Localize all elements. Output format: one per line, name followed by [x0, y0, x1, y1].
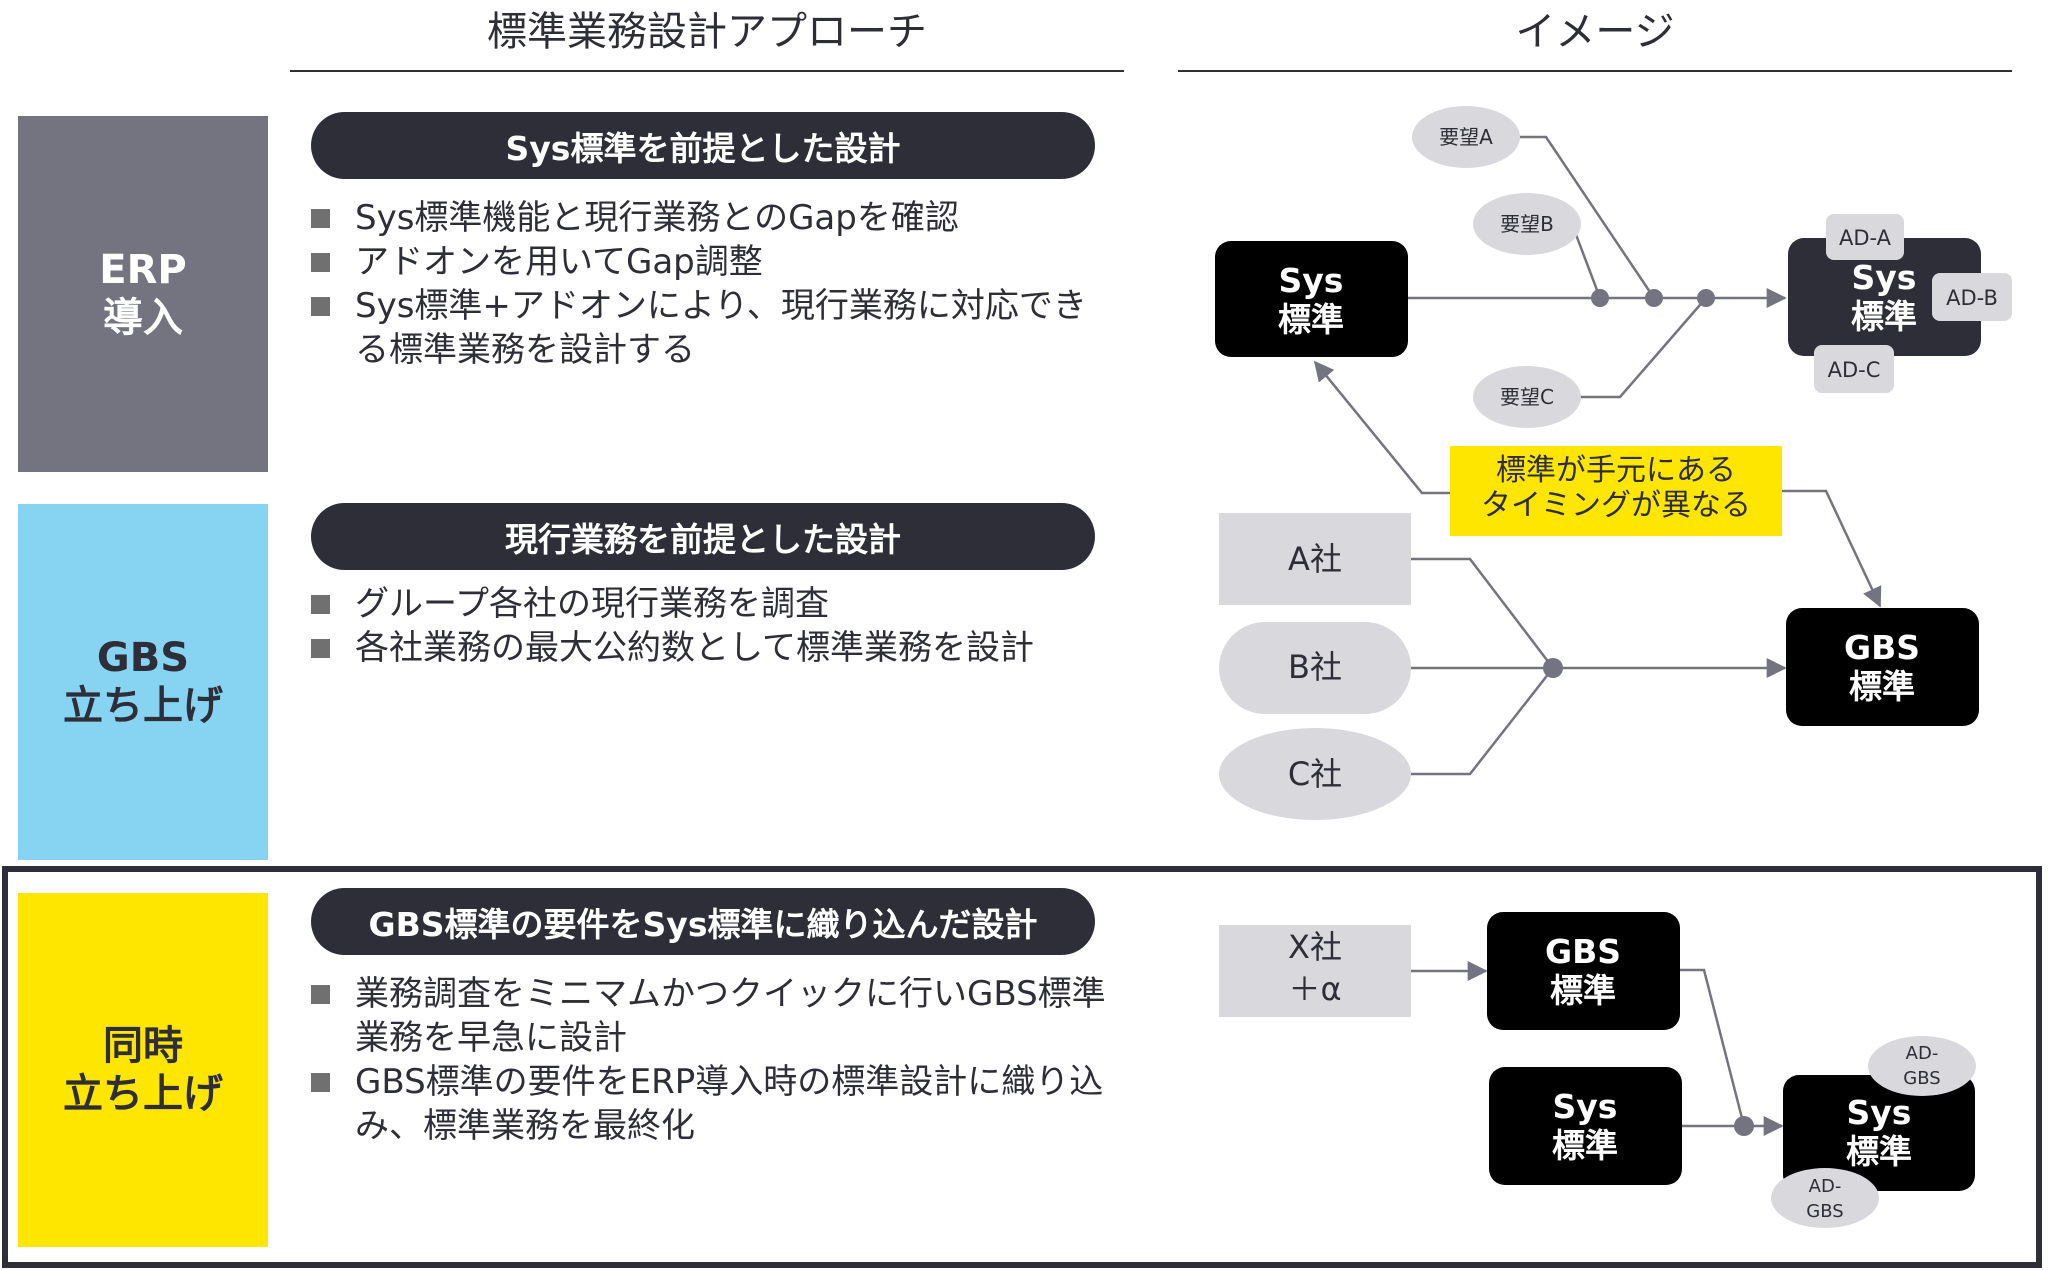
simultaneous-label: 同時 立ち上げ: [18, 893, 268, 1247]
svg-text:標準: 標準: [1846, 1132, 1912, 1171]
svg-text:GBS: GBS: [1903, 1068, 1940, 1089]
svg-text:Sys: Sys: [1847, 1093, 1912, 1132]
erp-sys-line1: Sys: [1279, 261, 1344, 300]
request-a: 要望A: [1412, 106, 1520, 168]
gbs-bullets: グループ各社の現行業務を調査 各社業務の最大公約数として標準業務を設計: [311, 582, 1111, 670]
svg-text:GBS: GBS: [1844, 628, 1920, 667]
erp-bullet: Sys標準機能と現行業務とのGapを確認: [311, 196, 1111, 240]
req-a-line: [1518, 135, 1656, 299]
company-c: C社: [1219, 728, 1411, 820]
company-x: X社 ＋α: [1219, 925, 1411, 1017]
junction-dot: [1645, 289, 1663, 307]
company-a-line: [1410, 557, 1554, 669]
approach-header-rule: [290, 70, 1124, 72]
erp-pill: Sys標準を前提とした設計: [311, 112, 1095, 179]
junction-dot: [1591, 289, 1609, 307]
erp-sys-line2: 標準: [1278, 300, 1344, 339]
gbs-label: GBS 立ち上げ: [18, 504, 268, 860]
gbs-target-standard: GBS 標準: [1786, 608, 1979, 726]
timing-note: 標準が手元にある タイミングが異なる: [1450, 446, 1782, 536]
simultaneous-frame: [2, 866, 2042, 1268]
erp-target-standard: Sys 標準: [1788, 238, 1981, 356]
svg-text:標準: 標準: [1550, 971, 1616, 1010]
approach-header: 標準業務設計アプローチ: [487, 9, 927, 55]
sim-gbs-standard: GBS 標準: [1487, 912, 1680, 1030]
simultaneous-pill: GBS標準の要件をSys標準に織り込んだ設計: [311, 888, 1095, 955]
svg-text:GBS: GBS: [1806, 1201, 1843, 1222]
sim-connectors: [1410, 961, 1784, 1136]
addon-c: AD-C: [1814, 345, 1894, 393]
image-header-rule: [1178, 70, 2012, 72]
erp-sys-standard: Sys 標準: [1215, 241, 1408, 357]
svg-text:A社: A社: [1288, 540, 1342, 578]
gbs-bullet: 各社業務の最大公約数として標準業務を設計: [311, 626, 1111, 670]
svg-text:要望B: 要望B: [1500, 212, 1554, 236]
image-header: イメージ: [1515, 9, 1675, 55]
svg-text:要望C: 要望C: [1500, 385, 1554, 409]
request-b: 要望B: [1473, 193, 1581, 255]
erp-label: ERP 導入: [18, 116, 268, 472]
addon-gbs-top: AD- GBS: [1868, 1036, 1976, 1096]
svg-text:要望A: 要望A: [1439, 125, 1493, 149]
req-c-line: [1580, 297, 1707, 399]
simultaneous-bullet: GBS標準の要件をERP導入時の標準設計に織り込み、標準業務を最終化: [311, 1060, 1111, 1148]
gbs-bullet: グループ各社の現行業務を調査: [311, 582, 1111, 626]
company-c-line: [1410, 667, 1554, 776]
addon-gbs-bottom: AD- GBS: [1771, 1168, 1879, 1228]
svg-text:AD-: AD-: [1809, 1176, 1842, 1197]
svg-text:Sys: Sys: [1852, 258, 1917, 297]
svg-text:GBS: GBS: [1545, 932, 1621, 971]
svg-text:X社: X社: [1288, 928, 1342, 966]
gbs-pill: 現行業務を前提とした設計: [311, 503, 1095, 570]
addon-b: AD-B: [1932, 273, 2012, 321]
svg-text:タイミングが異なる: タイミングが異なる: [1481, 488, 1751, 523]
company-a: A社: [1219, 513, 1411, 605]
svg-text:C社: C社: [1288, 755, 1342, 793]
svg-text:標準: 標準: [1849, 667, 1915, 706]
gbs-connectors: [1410, 557, 1787, 776]
svg-text:標準が手元にある: 標準が手元にある: [1496, 453, 1736, 488]
erp-junctions: [1591, 289, 1715, 307]
erp-bullet: アドオンを用いてGap調整: [311, 240, 1111, 284]
svg-text:B社: B社: [1288, 648, 1342, 686]
simultaneous-bullets: 業務調査をミニマムかつクイックに行いGBS標準業務を早急に設計 GBS標準の要件…: [311, 972, 1111, 1148]
gbs-junction-dot: [1543, 658, 1563, 678]
sim-sys-standard: Sys 標準: [1489, 1067, 1682, 1185]
svg-text:Sys: Sys: [1553, 1087, 1618, 1126]
svg-text:AD-B: AD-B: [1946, 286, 1998, 310]
svg-text:AD-A: AD-A: [1839, 226, 1892, 250]
addon-a: AD-A: [1826, 214, 1904, 260]
svg-text:標準: 標準: [1851, 297, 1917, 336]
request-c: 要望C: [1473, 366, 1581, 428]
erp-bullets: Sys標準機能と現行業務とのGapを確認 アドオンを用いてGap調整 Sys標準…: [311, 196, 1111, 372]
company-b: B社: [1219, 622, 1411, 714]
feedback-arrow: [1313, 360, 1450, 495]
svg-text:＋α: ＋α: [1288, 970, 1341, 1008]
note-to-gbs-arrow: [1782, 489, 1882, 608]
svg-text:AD-C: AD-C: [1828, 358, 1881, 382]
sim-junction-dot: [1734, 1116, 1754, 1136]
junction-dot: [1697, 289, 1715, 307]
sim-target-standard: Sys 標準: [1783, 1075, 1975, 1191]
gbs-to-target-line: [1680, 968, 1746, 1127]
svg-text:標準: 標準: [1552, 1126, 1618, 1165]
simultaneous-bullet: 業務調査をミニマムかつクイックに行いGBS標準業務を早急に設計: [311, 972, 1111, 1060]
erp-bullet: Sys標準+アドオンにより、現行業務に対応できる標準業務を設計する: [311, 284, 1111, 372]
svg-text:AD-: AD-: [1906, 1043, 1939, 1064]
